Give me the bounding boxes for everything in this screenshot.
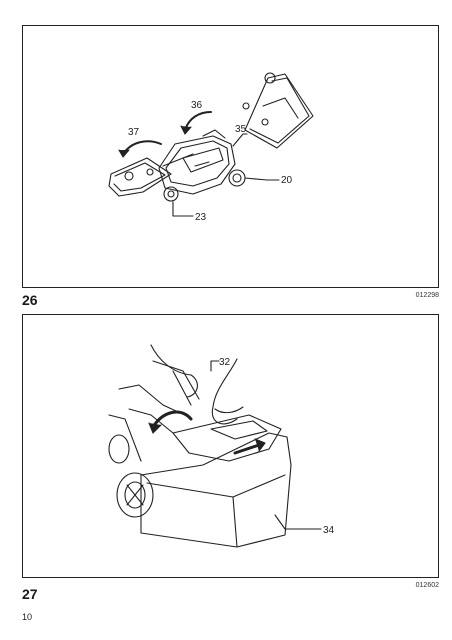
figure-26-frame: 37 36 35 20 23 — [22, 25, 439, 288]
mower-folding-illustration: 37 36 35 20 23 — [108, 72, 314, 223]
callout-37: 37 — [128, 127, 140, 138]
grass-box-removal-illustration: 32 34 — [108, 344, 335, 548]
callout-20: 20 — [281, 175, 293, 186]
callout-35: 35 — [235, 124, 247, 135]
figure-27-frame: 32 34 — [22, 314, 439, 578]
callout-36: 36 — [191, 100, 203, 111]
callout-32: 32 — [219, 357, 231, 368]
callout-23: 23 — [195, 212, 207, 223]
figure-number: 26 — [22, 292, 38, 308]
figure-code: 012602 — [415, 582, 439, 589]
page-number: 10 — [22, 612, 33, 622]
figure-code: 012298 — [415, 292, 439, 299]
figure-number: 27 — [22, 586, 38, 602]
callout-34: 34 — [323, 525, 335, 536]
